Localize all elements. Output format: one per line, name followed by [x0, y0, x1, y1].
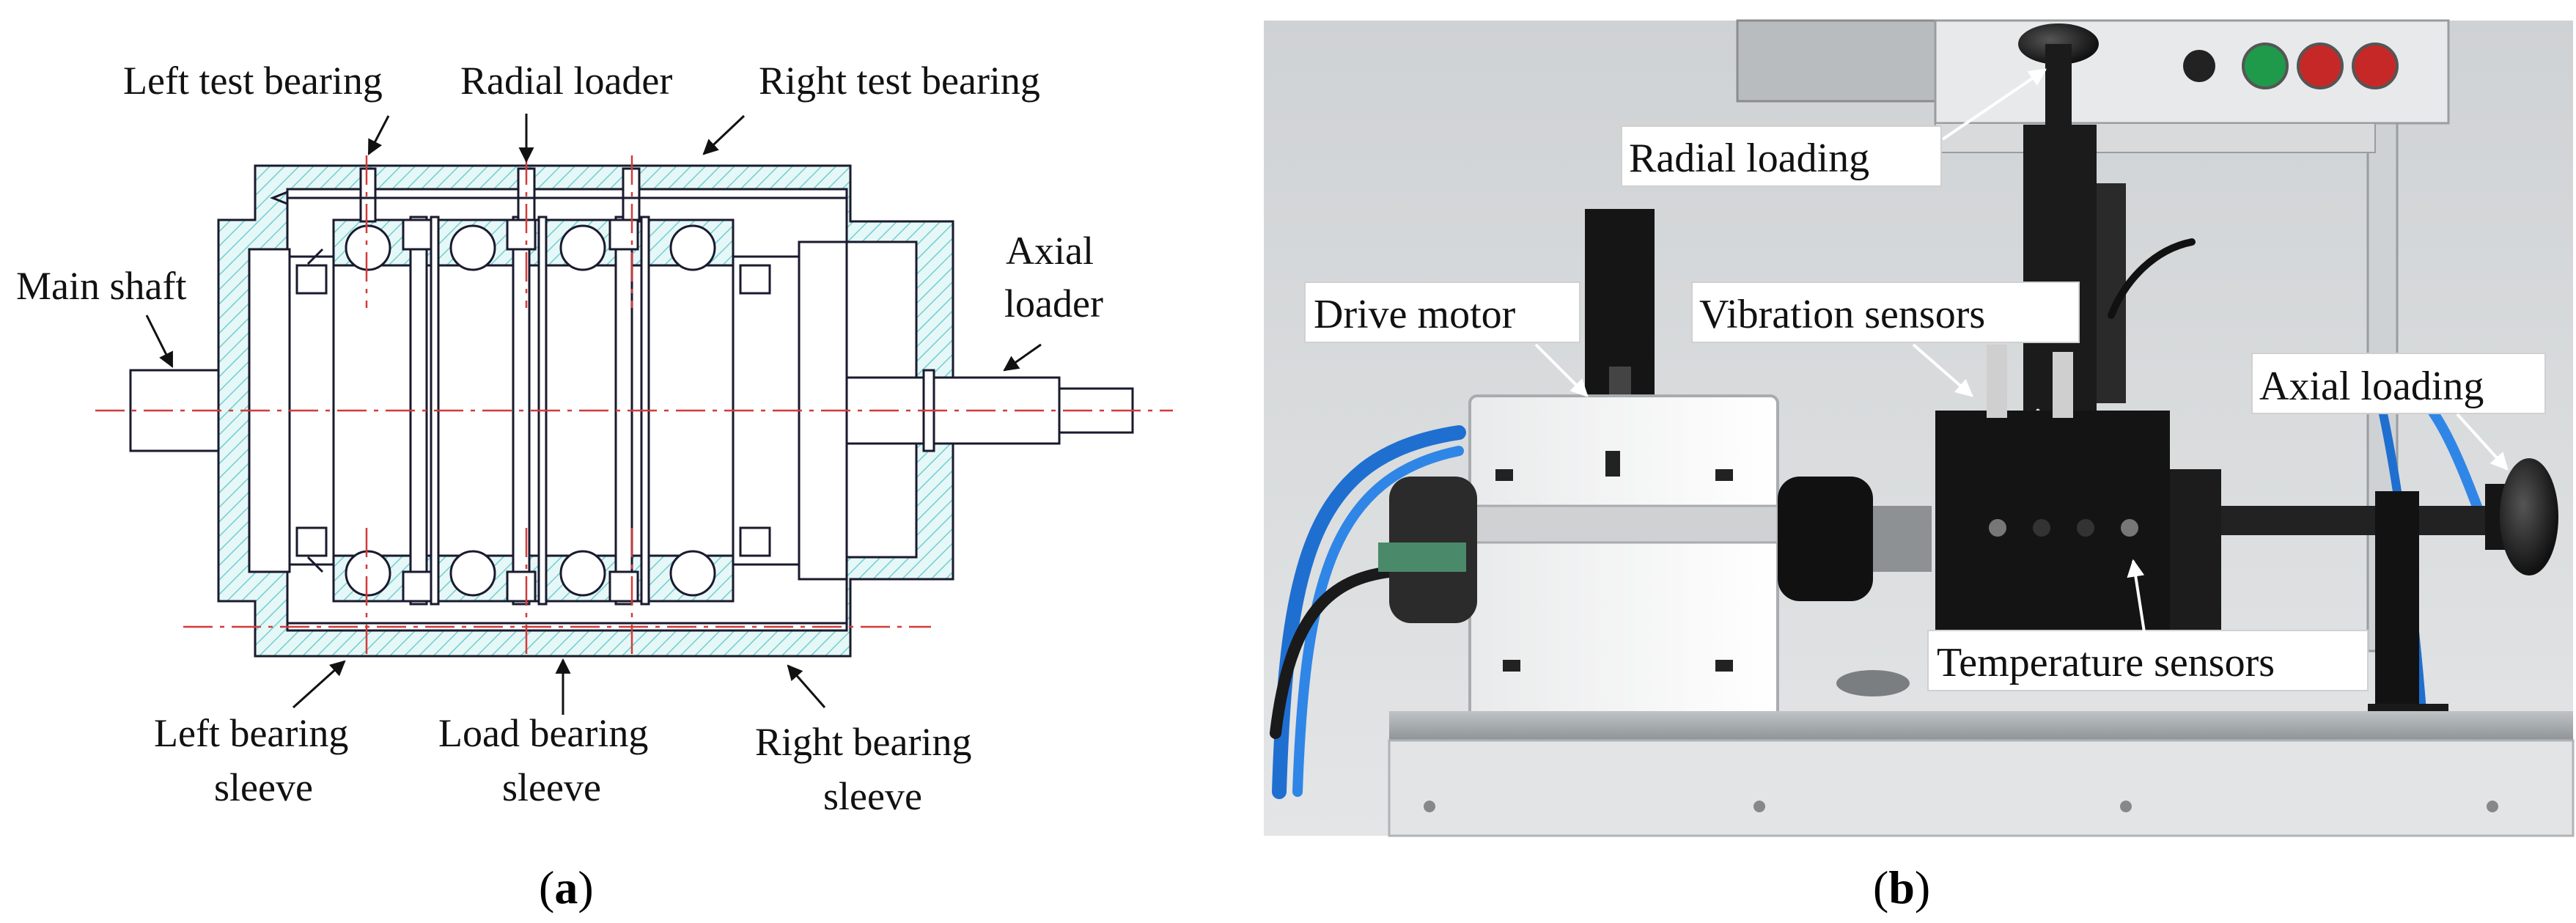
centerlines: [95, 155, 1173, 660]
label-load-bearing-sleeve-line1: Load bearing: [438, 711, 648, 755]
label-temperature-sensors: Temperature sensors: [1937, 640, 2275, 685]
labels-a: Left test bearing Radial loader Right te…: [16, 59, 1103, 818]
label-left-test-bearing: Left test bearing: [123, 59, 383, 103]
spare-part: [1836, 670, 1910, 696]
label-left-bearing-sleeve-line2: sleeve: [214, 765, 313, 809]
bench-front: [1388, 739, 2575, 837]
ball-bearings-bottom: [345, 550, 716, 597]
label-axial-loader-line2: loader: [1004, 282, 1103, 326]
labels-b: Radial loading Drive motor Vibration sen…: [1304, 125, 2546, 691]
label-axial-loading: Axial loading: [2259, 364, 2484, 409]
drive-motor-block: [1378, 394, 1932, 720]
ball-bearings-top: [345, 224, 716, 271]
label-vibration-sensors: Vibration sensors: [1699, 292, 1985, 337]
label-load-bearing-sleeve-line2: sleeve: [502, 765, 601, 809]
label-left-bearing-sleeve-line1: Left bearing: [154, 711, 348, 755]
panel-b-photo: Radial loading Drive motor Vibration sen…: [1264, 19, 2575, 913]
leader-arrows-a: [145, 114, 1042, 715]
label-right-test-bearing: Right test bearing: [759, 59, 1040, 103]
bench-top: [1389, 711, 2573, 740]
label-axial-loader-line1: Axial: [1006, 229, 1094, 273]
caption-b: (b): [1873, 861, 1930, 913]
panel-a-drawing: Left test bearing Radial loader Right te…: [16, 59, 1173, 913]
label-radial-loading: Radial loading: [1629, 136, 1869, 181]
label-radial-loader: Radial loader: [460, 59, 672, 103]
label-right-bearing-sleeve-line1: Right bearing: [755, 720, 971, 764]
label-main-shaft: Main shaft: [16, 264, 186, 308]
pointer-arrows-b: [1534, 68, 2509, 633]
label-right-bearing-sleeve-line2: sleeve: [823, 774, 922, 818]
label-drive-motor: Drive motor: [1314, 292, 1516, 337]
caption-a: (a): [539, 861, 594, 913]
